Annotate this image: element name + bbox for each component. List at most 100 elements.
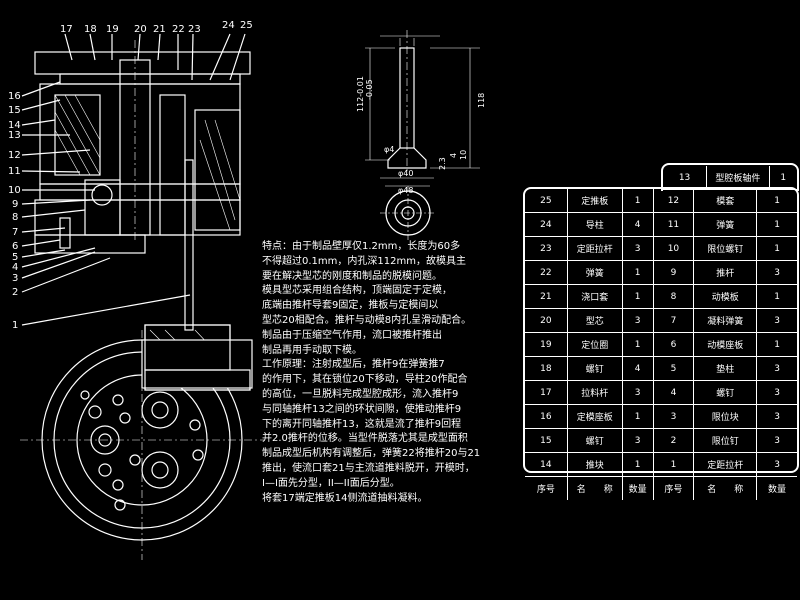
callout-13: 13 (8, 130, 21, 141)
note-line: 要在解决型芯的刚度和制品的脱模问题。 (262, 270, 442, 282)
bom-qty: 1 (621, 404, 654, 429)
bom-qty: 3 (621, 428, 654, 453)
callout-24: 24 (222, 20, 235, 31)
callout-6: 6 (12, 241, 18, 252)
bom-part-name: 导柱 (566, 212, 623, 237)
note-line: 模具型芯采用组合结构，顶端固定于定模， (262, 285, 452, 297)
bom-qty: 1 (621, 189, 654, 213)
bom-qty: 3 (621, 380, 654, 405)
bom-qty: 3 (756, 260, 797, 285)
pin-detail-view (365, 30, 480, 240)
note-line: 型芯20相配合。推杆与动模8内孔呈滑动配合。 (262, 314, 472, 326)
bom-header-name: 名 称 (566, 476, 623, 500)
callout-10: 10 (8, 185, 21, 196)
callout-15: 15 (8, 105, 21, 116)
note-line: 推出，使流口套21与主流道推料脱开，开模时， (262, 462, 475, 474)
bom-part-name: 定距拉杆 (693, 452, 758, 477)
callout-4: 4 (12, 262, 18, 273)
bom-qty: 3 (756, 380, 797, 405)
pin-dim-4: 4 (449, 153, 458, 158)
note-line: 下的离开同轴推杆13，这就是流了推杆9回程 (262, 418, 462, 430)
bom-no: 22 (525, 260, 568, 285)
bom-part-name: 螺钉 (693, 380, 758, 405)
bom-part-name: 限位块 (693, 404, 758, 429)
bom-header-name: 名 称 (693, 476, 758, 500)
callout-12: 12 (8, 150, 21, 161)
bom-no: 18 (525, 356, 568, 381)
pin-dim-dia40: φ40 (398, 169, 413, 178)
bom-part-name: 弹簧 (566, 260, 623, 285)
bom-part-name: 限位钉 (693, 428, 758, 453)
bom-no: 15 (525, 428, 568, 453)
bom-part-name: 限位螺钉 (693, 236, 758, 261)
bom-part-name: 型腔板轴件 (706, 166, 770, 190)
callout-16: 16 (8, 91, 21, 102)
callout-9: 9 (12, 199, 18, 210)
bom-part-name: 定位圈 (566, 332, 623, 357)
bom-no: 9 (652, 260, 695, 285)
bom-no: 11 (652, 212, 695, 237)
bom-part-name: 凝料弹簧 (693, 308, 758, 333)
bom-part-name: 螺钉 (566, 356, 623, 381)
bom-no: 12 (652, 189, 695, 213)
bom-no: 5 (652, 356, 695, 381)
pin-dim-10: 10 (459, 150, 468, 160)
bom-no: 6 (652, 332, 695, 357)
bom-part-name: 垫柱 (693, 356, 758, 381)
callout-5: 5 (12, 252, 18, 263)
bom-no: 1 (652, 452, 695, 477)
callout-23: 23 (188, 24, 201, 35)
bom-no: 3 (652, 404, 695, 429)
ejector-pin (184, 159, 194, 331)
bom-part-name: 模套 (693, 189, 758, 213)
note-line: 将套17端定推板14侧流道抽料凝料。 (262, 492, 428, 504)
bom-qty: 3 (756, 428, 797, 453)
note-line: 工作原理：注射成型后，推杆9在弹簧推7 (262, 359, 445, 371)
note-line: 的作用下，其在锁位20下移动，导柱20作配合 (262, 374, 468, 386)
bom-no: 16 (525, 404, 568, 429)
bom-qty: 1 (756, 236, 797, 261)
bom-qty: 3 (621, 236, 654, 261)
callout-1: 1 (12, 320, 18, 331)
bom-no: 20 (525, 308, 568, 333)
bom-part-name: 推块 (566, 452, 623, 477)
bom-no: 7 (652, 308, 695, 333)
bom-qty: 3 (756, 308, 797, 333)
bom-part-name: 推杆 (693, 260, 758, 285)
callout-8: 8 (12, 212, 18, 223)
pin-dim-112: 112-0.01 (356, 76, 365, 112)
bom-qty: 1 (756, 212, 797, 237)
callout-14: 14 (8, 120, 21, 131)
bom-no: 24 (525, 212, 568, 237)
note-line: 制品由于压缩空气作用，流口被推杆推出 (262, 329, 442, 341)
note-line: 特点：由于制品壁厚仅1.2mm，长度为60多 (262, 241, 461, 252)
bom-part-name: 型芯 (566, 308, 623, 333)
bom-no: 2 (652, 428, 695, 453)
note-line: 制品成型后机构有调整后，弹簧22将推杆20与21 (262, 448, 481, 460)
bom-part-name: 动模座板 (693, 332, 758, 357)
callout-2: 2 (12, 287, 18, 298)
callout-21: 21 (153, 24, 166, 35)
bom-qty: 4 (621, 212, 654, 237)
bom-header-row: 序号名 称数量序号名 称数量 (525, 476, 797, 500)
note-line: 底端由推杆导套9固定，推板与定模间以 (262, 300, 439, 312)
bom-qty: 1 (756, 189, 797, 213)
pin-dim-dia4: φ4 (384, 145, 394, 154)
bom-qty: 1 (621, 332, 654, 357)
bom-part-name: 螺钉 (566, 428, 623, 453)
bom-no: 4 (652, 380, 695, 405)
note-line: 与同轴推杆13之间的环状间隙，使推动推杆9 (262, 403, 462, 415)
bom-qty: 3 (621, 308, 654, 333)
callout-7: 7 (12, 227, 18, 238)
bom-part-name: 拉料杆 (566, 380, 623, 405)
bom-top-tab (661, 163, 799, 191)
bom-header-qty: 数量 (756, 476, 797, 500)
bom-part-name: 定模座板 (566, 404, 623, 429)
